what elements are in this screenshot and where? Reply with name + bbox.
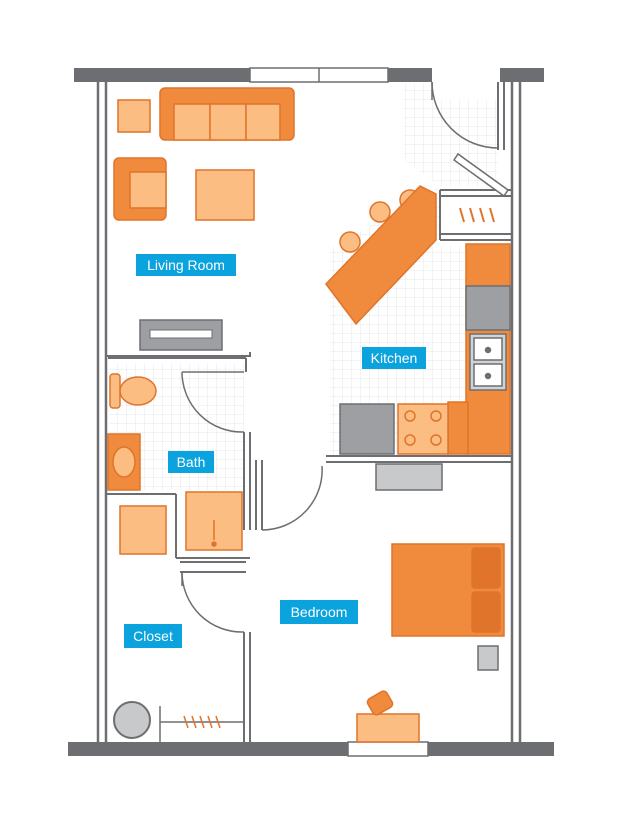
tv-stand-icon (375, 463, 443, 491)
closet-rod (159, 706, 244, 742)
room-label-bedroom: Bedroom (280, 600, 358, 624)
room-label-kitchen: Kitchen (362, 347, 426, 369)
pantry-shelves (459, 207, 495, 223)
exterior-walls (68, 68, 554, 756)
sofa-icon (159, 87, 295, 141)
bath-sink-icon (107, 433, 141, 491)
water-heater-icon (113, 701, 151, 739)
room-label-closet: Closet (124, 624, 182, 648)
svg-text:Bedroom: Bedroom (291, 604, 348, 620)
dishwasher-icon (339, 403, 395, 455)
door-swing-icon (181, 81, 510, 633)
shower-icon (185, 491, 243, 551)
bed-icon (391, 543, 505, 637)
toilet-icon (109, 373, 157, 409)
tv-console-icon (139, 319, 223, 351)
refrigerator-icon (465, 285, 511, 331)
interior-walls (105, 82, 512, 742)
svg-text:Closet: Closet (133, 628, 173, 644)
desk-icon (356, 690, 420, 743)
armchair-icon (113, 157, 167, 221)
stove-icon (397, 403, 449, 455)
nightstand-icon (477, 645, 499, 671)
room-label-bath: Bath (168, 451, 214, 473)
sink-icon (469, 333, 507, 391)
side-walls (96, 82, 522, 742)
washer-dryer-icon (119, 505, 167, 555)
windows (249, 67, 429, 757)
coffee-table-icon (195, 169, 255, 221)
kitchen-bar-counter (325, 185, 437, 326)
svg-text:Kitchen: Kitchen (371, 350, 418, 366)
svg-text:Bath: Bath (177, 454, 206, 470)
side-table-icon (117, 99, 151, 133)
room-label-living-room: Living Room (136, 254, 236, 276)
svg-text:Living Room: Living Room (147, 257, 225, 273)
